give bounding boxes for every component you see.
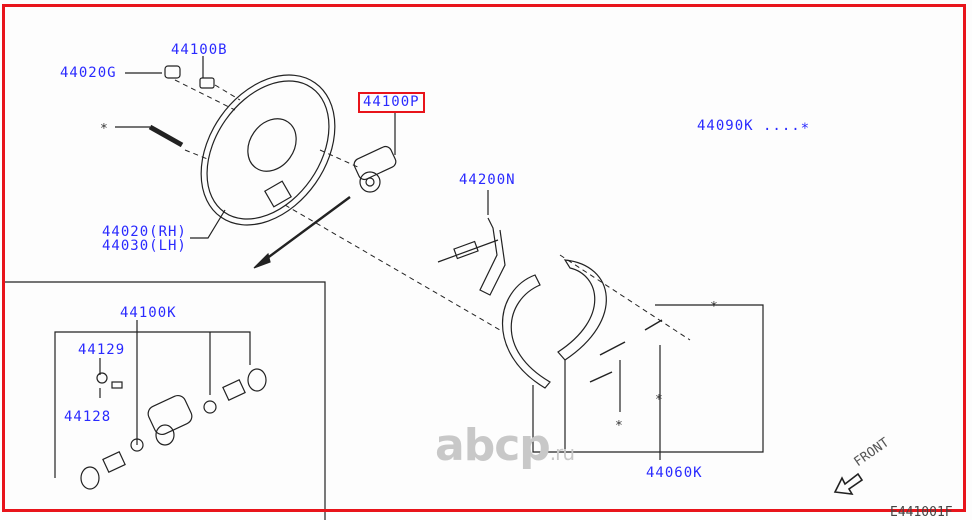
- backing-plate: [200, 74, 336, 226]
- label-44020G[interactable]: 44020G: [60, 65, 117, 81]
- label-44060K[interactable]: 44060K: [646, 465, 703, 481]
- inset-box: [4, 281, 326, 520]
- springs: [589, 319, 663, 383]
- diagram-code: E441001F: [890, 505, 953, 520]
- wheel-cylinder-44100P: [353, 145, 397, 193]
- label-44100B[interactable]: 44100B: [171, 42, 228, 58]
- label-44128[interactable]: 44128: [64, 409, 112, 425]
- label-44100P-selected[interactable]: 44100P: [358, 92, 425, 113]
- part-44100B: [199, 77, 215, 89]
- watermark: abcp.ru: [435, 420, 575, 471]
- kit-parts-44100K: [80, 368, 267, 490]
- asterisk-mark: ∗: [615, 416, 623, 431]
- front-arrow-icon: [833, 472, 864, 495]
- label-44030LH[interactable]: 44030(LH): [102, 238, 187, 254]
- label-44100K[interactable]: 44100K: [120, 305, 177, 321]
- label-44200N[interactable]: 44200N: [459, 172, 516, 188]
- selection-frame: [2, 4, 966, 512]
- label-44129[interactable]: 44129: [78, 342, 126, 358]
- asterisk-mark: ∗: [655, 390, 663, 405]
- asterisk-mark: ∗: [100, 119, 108, 134]
- label-44020RH[interactable]: 44020(RH): [102, 224, 187, 240]
- parking-lever-44200N: [437, 217, 506, 296]
- part-44020G: [164, 65, 181, 79]
- label-44090K[interactable]: 44090K ....∗: [697, 118, 811, 134]
- direction-arrow: [261, 196, 351, 263]
- watermark-main: abcp: [435, 420, 551, 471]
- asterisk-mark: ∗: [710, 297, 718, 312]
- watermark-suffix: .ru: [549, 441, 575, 465]
